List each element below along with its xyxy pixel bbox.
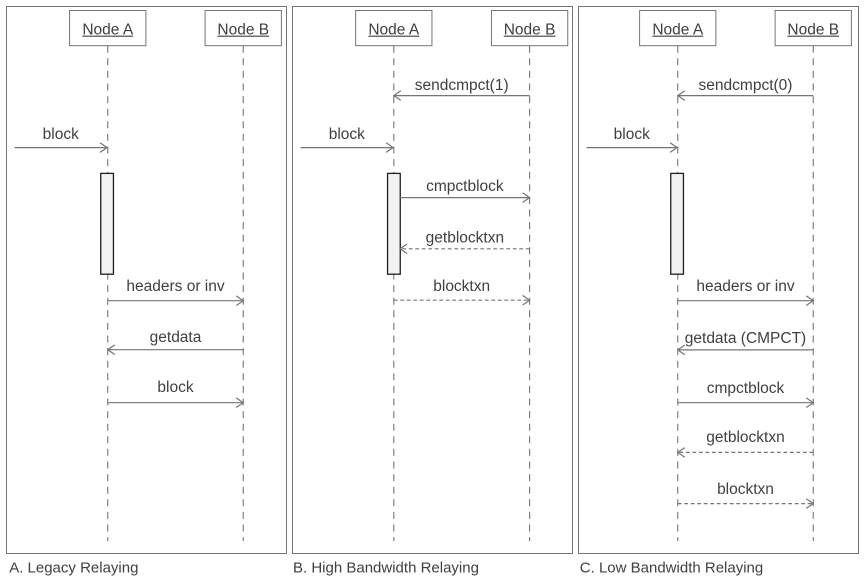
svg-text:sendcmpct(0): sendcmpct(0) xyxy=(699,77,793,94)
svg-text:Node B: Node B xyxy=(787,21,839,38)
svg-text:A. Legacy Relaying: A. Legacy Relaying xyxy=(9,559,138,576)
svg-text:cmpctblock: cmpctblock xyxy=(707,380,785,397)
svg-text:blocktxn: blocktxn xyxy=(433,278,490,295)
svg-text:block: block xyxy=(157,379,193,396)
svg-text:block: block xyxy=(43,126,79,143)
svg-text:blocktxn: blocktxn xyxy=(717,481,774,498)
svg-text:Node B: Node B xyxy=(504,21,556,38)
svg-text:block: block xyxy=(329,126,365,143)
svg-text:cmpctblock: cmpctblock xyxy=(426,178,504,195)
svg-text:getblocktxn: getblocktxn xyxy=(426,229,504,246)
svg-text:block: block xyxy=(614,126,650,143)
svg-text:getdata: getdata xyxy=(150,329,202,346)
svg-text:Node A: Node A xyxy=(652,21,704,38)
svg-text:sendcmpct(1): sendcmpct(1) xyxy=(415,77,509,94)
svg-text:getdata (CMPCT): getdata (CMPCT) xyxy=(685,330,806,347)
svg-text:Node A: Node A xyxy=(82,21,134,38)
svg-text:getblocktxn: getblocktxn xyxy=(706,429,784,446)
svg-text:Node A: Node A xyxy=(368,21,420,38)
svg-text:headers or inv: headers or inv xyxy=(126,278,224,295)
svg-text:C. Low Bandwidth Relaying: C. Low Bandwidth Relaying xyxy=(580,559,763,576)
svg-text:headers or inv: headers or inv xyxy=(696,278,794,295)
svg-text:Node B: Node B xyxy=(217,21,269,38)
svg-text:B. High Bandwidth Relaying: B. High Bandwidth Relaying xyxy=(293,559,479,576)
